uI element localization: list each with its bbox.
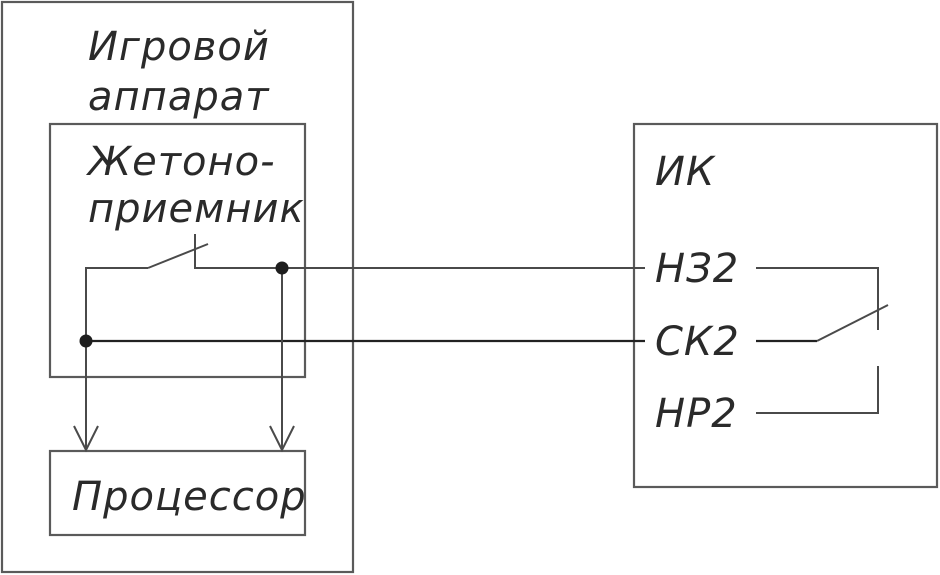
switch-left-lead [85,267,148,450]
game-machine-label-line2: аппарат [88,74,270,120]
contact-no2-lead [756,366,879,414]
arrow-down-icon [269,425,295,453]
contact-nc2-lead [756,267,879,330]
coin-acceptor-label-line2: приемник [88,186,305,232]
wire-nc2 [194,234,645,269]
arrow-down-icon [73,425,99,453]
terminal-label-com2: СК2 [655,319,740,365]
contact-blade [816,304,889,342]
coin-acceptor-block [48,122,307,379]
terminal-label-nc2: НЗ2 [655,246,739,292]
ik-relay-contact [756,267,889,414]
coin-acceptor-switch [85,234,645,450]
ik-block [632,122,939,489]
game-machine-block [0,0,355,574]
ik-label: ИК [655,149,716,195]
game-machine-label-line1: Игровой [88,24,270,70]
junction-dot [275,261,289,275]
switch-blade [147,243,209,269]
coin-acceptor-label-line1: Жетоно- [85,139,276,185]
processor-label: Процессор [72,474,307,520]
processor-block [48,449,307,537]
terminal-label-no2: НР2 [655,391,738,437]
junction-dot [79,334,93,348]
